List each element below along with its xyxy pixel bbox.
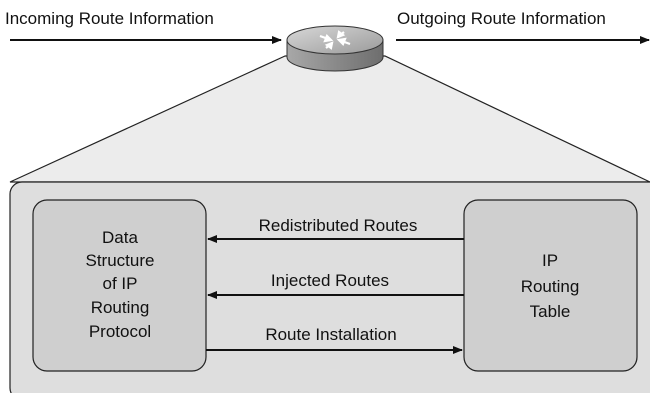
incoming-route-label: Incoming Route Information xyxy=(5,9,214,28)
routing-protocol-line-4: Routing xyxy=(91,298,150,317)
routing-protocol-line-1: Data xyxy=(102,228,138,247)
redistributed-routes-label: Redistributed Routes xyxy=(259,216,418,235)
ip-routing-table-line-2: Routing xyxy=(521,277,580,296)
ip-routing-table-box xyxy=(463,199,638,372)
outgoing-route-label: Outgoing Route Information xyxy=(397,9,606,28)
router-icon xyxy=(286,25,384,72)
ip-routing-table-line-3: Table xyxy=(530,302,571,321)
routing-protocol-box xyxy=(32,199,207,372)
routing-protocol-line-5: Protocol xyxy=(89,322,151,341)
ip-routing-table-line-1: IP xyxy=(542,251,558,270)
routing-protocol-line-3: of IP xyxy=(103,274,138,293)
injected-routes-label: Injected Routes xyxy=(271,271,389,290)
route-installation-label: Route Installation xyxy=(265,325,396,344)
routing-protocol-line-2: Structure xyxy=(86,251,155,270)
zoom-callout xyxy=(9,55,650,183)
